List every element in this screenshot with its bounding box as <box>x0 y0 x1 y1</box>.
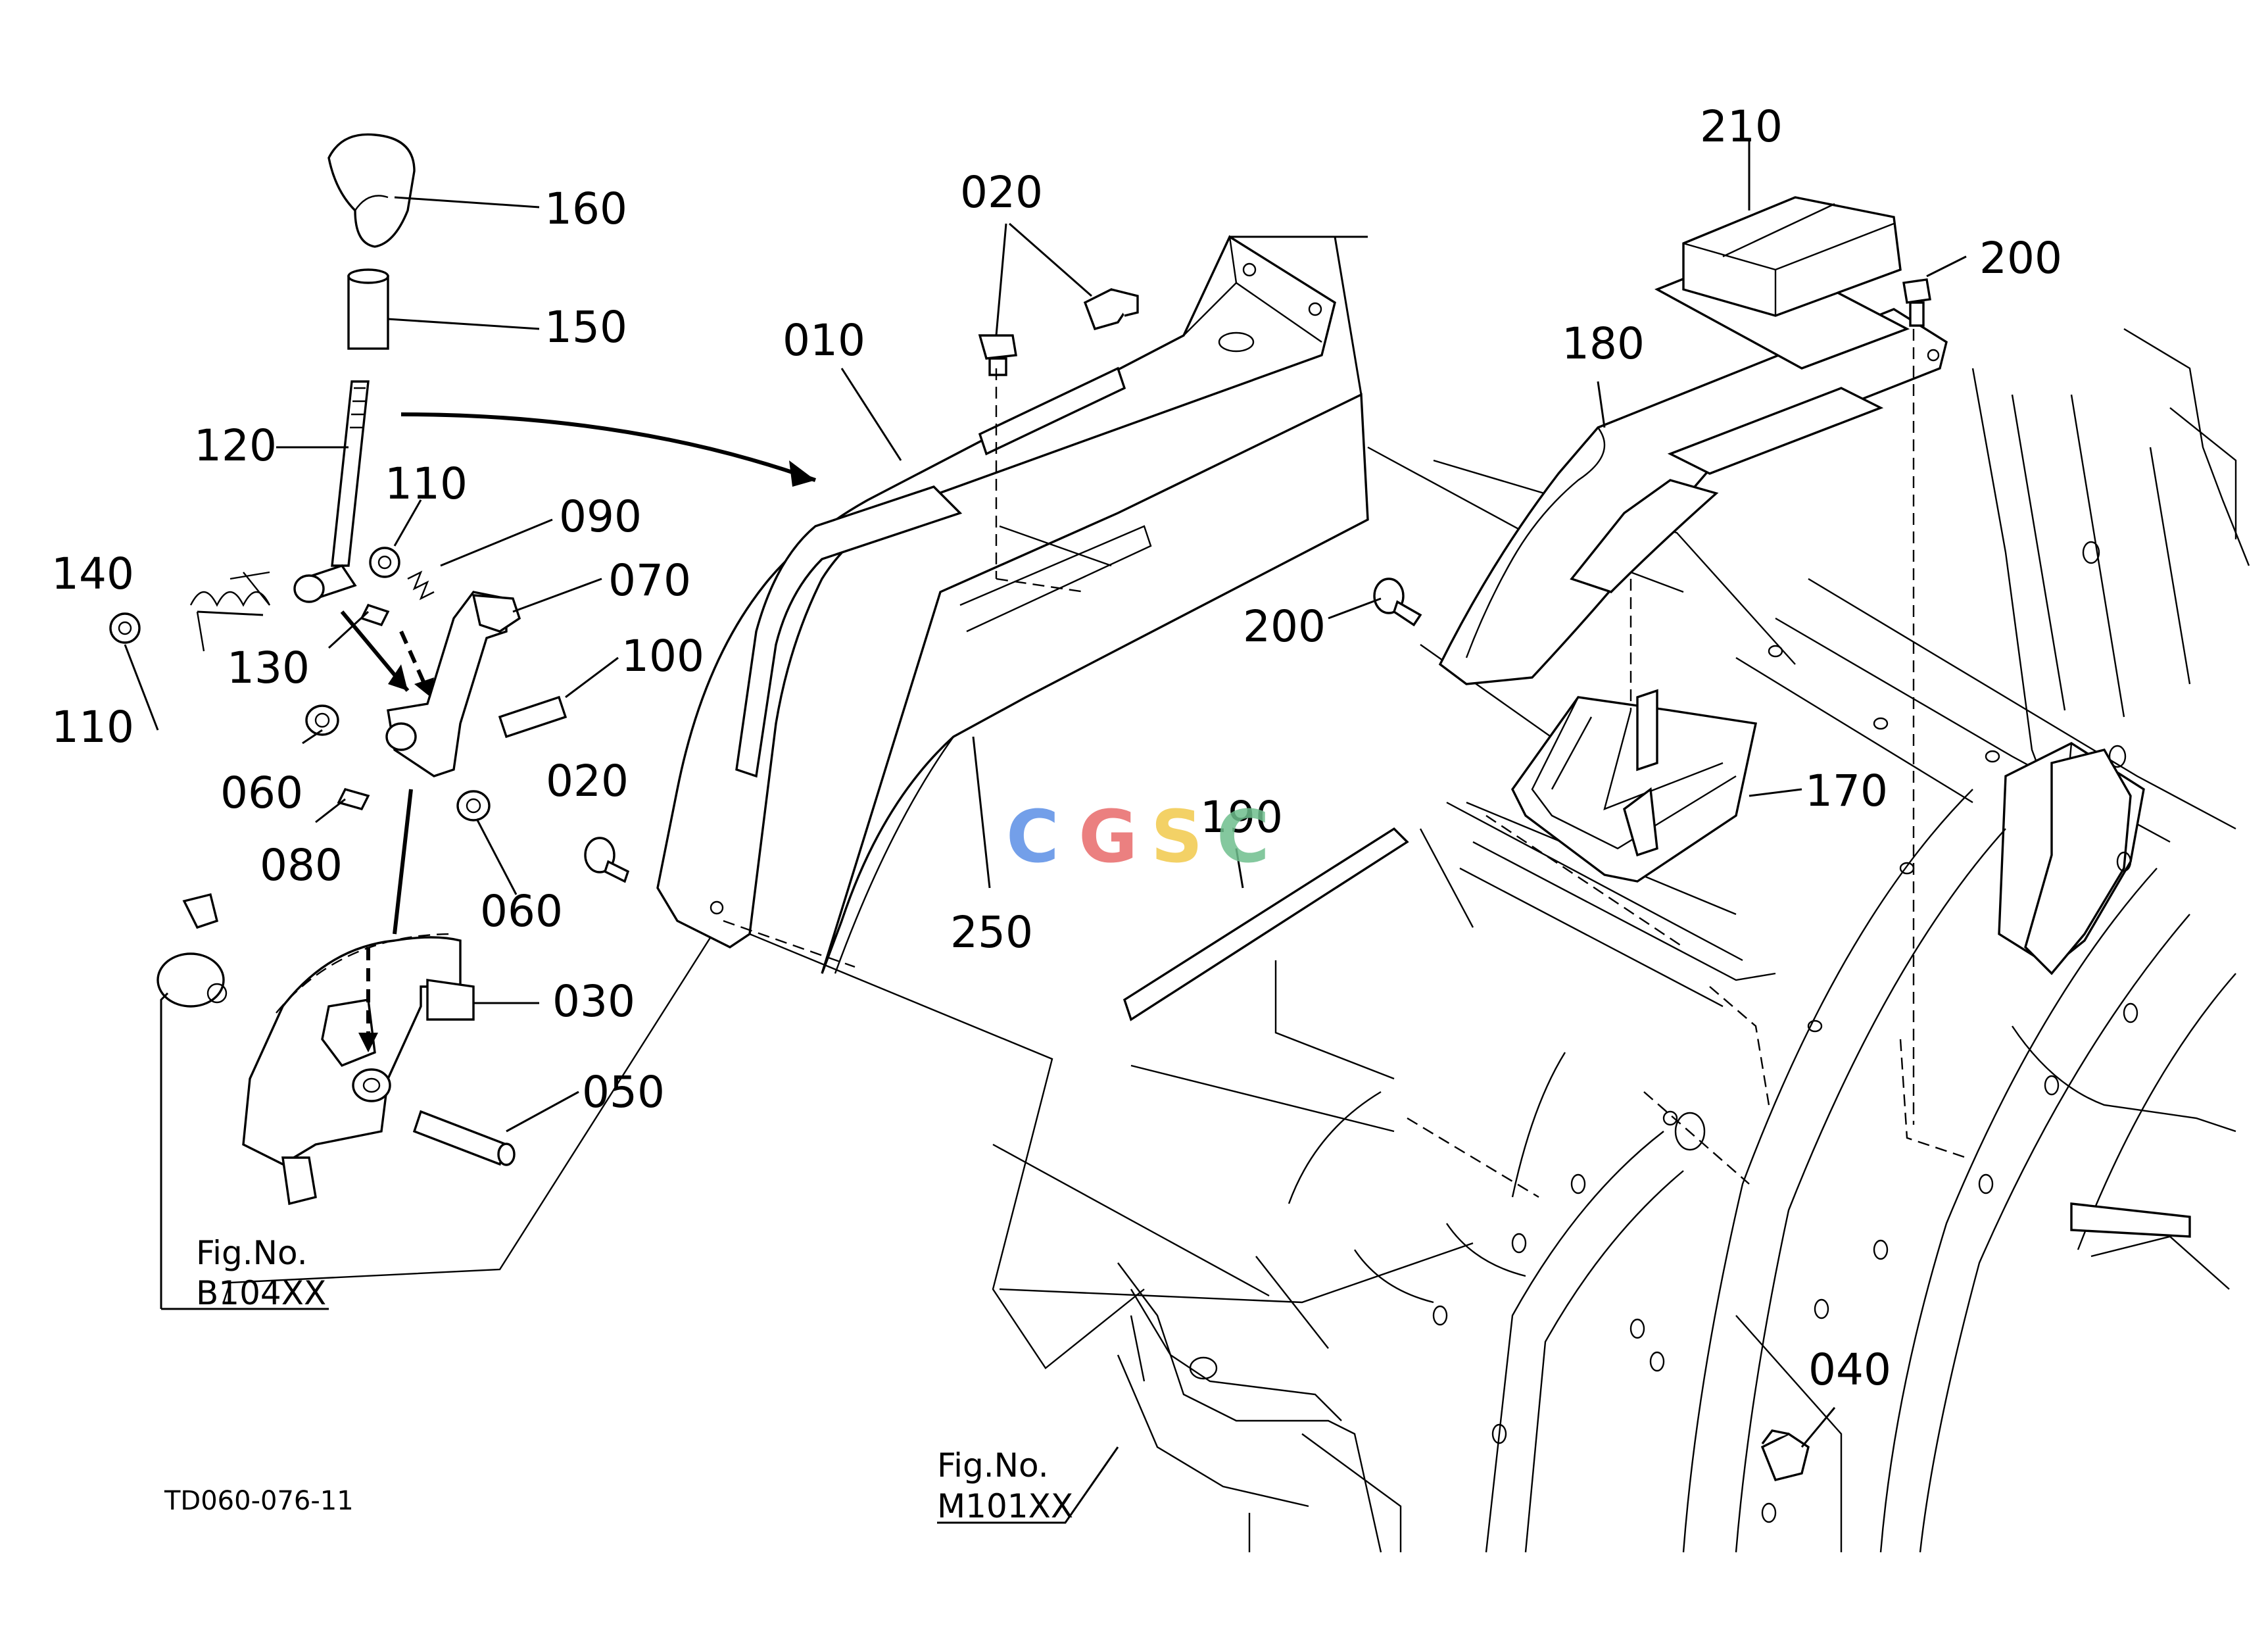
label-090: 090 <box>559 491 642 542</box>
pin-130 <box>360 603 390 627</box>
tractor-frame-outline <box>1117 328 2250 1553</box>
deck-outline <box>222 446 1796 1552</box>
pin-100 <box>498 695 567 739</box>
label-250: 250 <box>950 907 1033 958</box>
label-210: 210 <box>1700 101 1783 152</box>
fig-ref-b104-prefix: Fig.No. <box>196 1234 308 1272</box>
bolt-200-top <box>1902 278 1931 327</box>
pin-080 <box>337 787 370 811</box>
bolt-200-mid <box>1373 578 1422 627</box>
label-170: 170 <box>1805 766 1888 816</box>
watermark-letter-4: C <box>1217 795 1270 879</box>
fig-ref-m101-prefix: Fig.No. <box>937 1446 1049 1485</box>
lever-bracket-070 <box>385 591 521 777</box>
bolt-040 <box>1760 1429 1810 1482</box>
watermark-letter-1: C <box>1006 795 1059 879</box>
label-180: 180 <box>1562 318 1645 369</box>
sleeve-150 <box>347 268 389 350</box>
part-number-labels: 010 020 020 030 040 050 060 060 070 080 … <box>51 101 2062 1395</box>
washer-110-left <box>109 612 141 644</box>
washer-060-a <box>305 704 339 736</box>
sector-plate-030 <box>242 933 475 1206</box>
leader-lines <box>124 138 1967 1524</box>
label-080: 080 <box>260 840 343 891</box>
spring-pin-090 <box>407 570 435 601</box>
bolt-020-top-b <box>978 334 1017 376</box>
spring-140 <box>189 571 271 652</box>
bolt-020-mid <box>584 837 630 883</box>
frame-mounting-holes <box>1189 541 2138 1523</box>
shift-rod-120 <box>293 380 370 603</box>
shift-knob-160 <box>327 133 416 248</box>
label-130: 130 <box>227 643 310 693</box>
washer-110-right <box>369 547 400 578</box>
label-060-a: 060 <box>220 768 303 818</box>
label-020-top: 020 <box>960 167 1043 218</box>
storage-lid-210 <box>1654 196 1910 370</box>
label-070: 070 <box>608 555 691 606</box>
label-140: 140 <box>51 549 134 599</box>
label-030: 030 <box>552 976 635 1027</box>
washer-060-b <box>456 790 491 822</box>
figure-ref-b104: Fig.No. B104XX <box>196 1234 326 1312</box>
label-110-b: 110 <box>51 702 134 752</box>
label-010: 010 <box>783 315 865 366</box>
watermark-letter-2: G <box>1078 795 1138 879</box>
seal-strip-190 <box>1122 827 1409 1021</box>
console-top-plate-180 <box>1438 308 1948 685</box>
watermark-letter-3: S <box>1151 795 1203 879</box>
sensor-unit <box>157 893 228 1008</box>
pin-050 <box>412 1110 516 1166</box>
label-190: 190 <box>1200 792 1283 843</box>
figure-ref-m101: Fig.No. M101XX <box>937 1446 1073 1525</box>
drawing-code: TD060-076-11 <box>164 1486 354 1516</box>
label-110-a: 110 <box>385 458 468 509</box>
label-060-b: 060 <box>480 886 563 937</box>
label-050: 050 <box>582 1067 665 1118</box>
assembly-arrows <box>340 412 817 1052</box>
label-200-b: 200 <box>1243 601 1326 652</box>
label-150: 150 <box>544 302 627 353</box>
watermark-logo: C G S C <box>1006 795 1270 879</box>
storage-tray-170 <box>1511 689 1758 883</box>
bolt-020-top-a <box>1083 288 1139 331</box>
label-100: 100 <box>621 631 704 681</box>
label-040: 040 <box>1808 1344 1891 1395</box>
label-020-mid: 020 <box>546 756 629 806</box>
fig-ref-m101-number: M101XX <box>937 1487 1073 1525</box>
fig-ref-b104-number: B104XX <box>196 1274 326 1312</box>
label-120: 120 <box>194 420 277 471</box>
label-160: 160 <box>544 184 627 234</box>
console-cover-010 <box>656 235 1336 948</box>
label-200-a: 200 <box>1979 233 2062 283</box>
